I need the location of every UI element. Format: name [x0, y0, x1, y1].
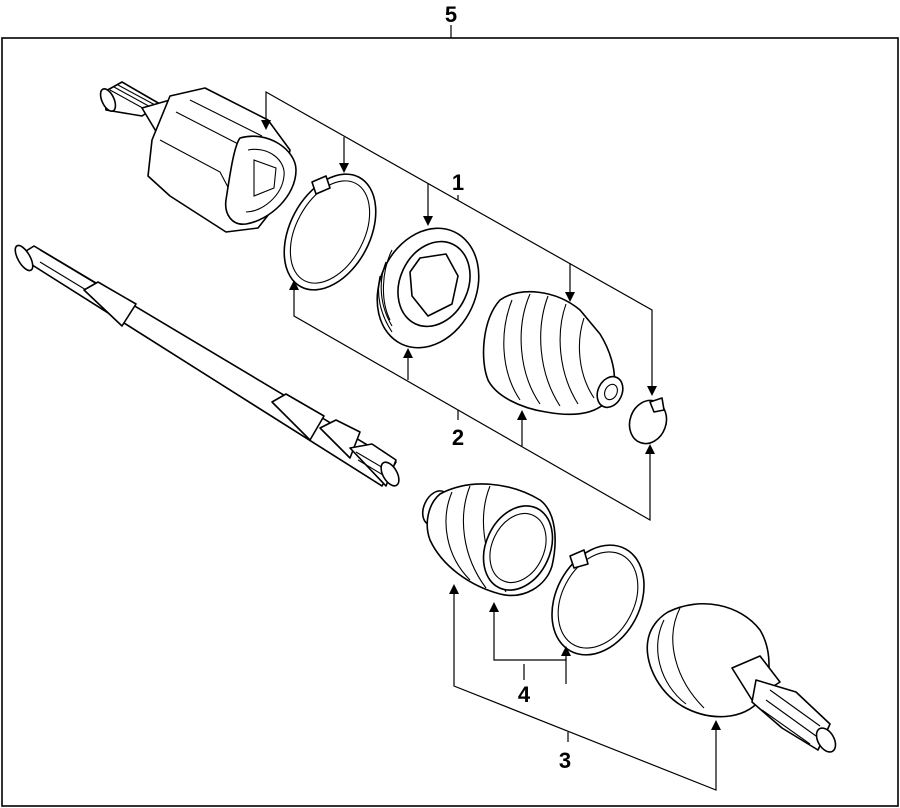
callout-2[interactable]: 2	[452, 425, 464, 450]
outer-boot-clamp	[551, 544, 645, 656]
callout-1[interactable]: 1	[452, 170, 464, 195]
outer-cv-boot	[421, 483, 556, 597]
inner-joint-housing	[99, 81, 297, 233]
callout-2-leaders	[289, 280, 655, 522]
callout-3[interactable]: 3	[559, 748, 571, 773]
callout-5[interactable]: 5	[445, 2, 457, 27]
axle-shaft	[14, 244, 400, 487]
assembly-frame	[1, 37, 899, 807]
callout-4-leaders	[489, 602, 571, 684]
inner-boot-collar	[376, 227, 480, 349]
callout-4[interactable]: 4	[518, 682, 531, 707]
inner-boot-small-clamp	[628, 397, 668, 445]
callout-1-leaders	[261, 90, 657, 396]
outer-cv-joint	[646, 602, 837, 753]
callout-3-leaders	[449, 584, 721, 791]
inner-cv-boot	[482, 290, 624, 416]
inner-boot-large-clamp	[283, 173, 377, 291]
